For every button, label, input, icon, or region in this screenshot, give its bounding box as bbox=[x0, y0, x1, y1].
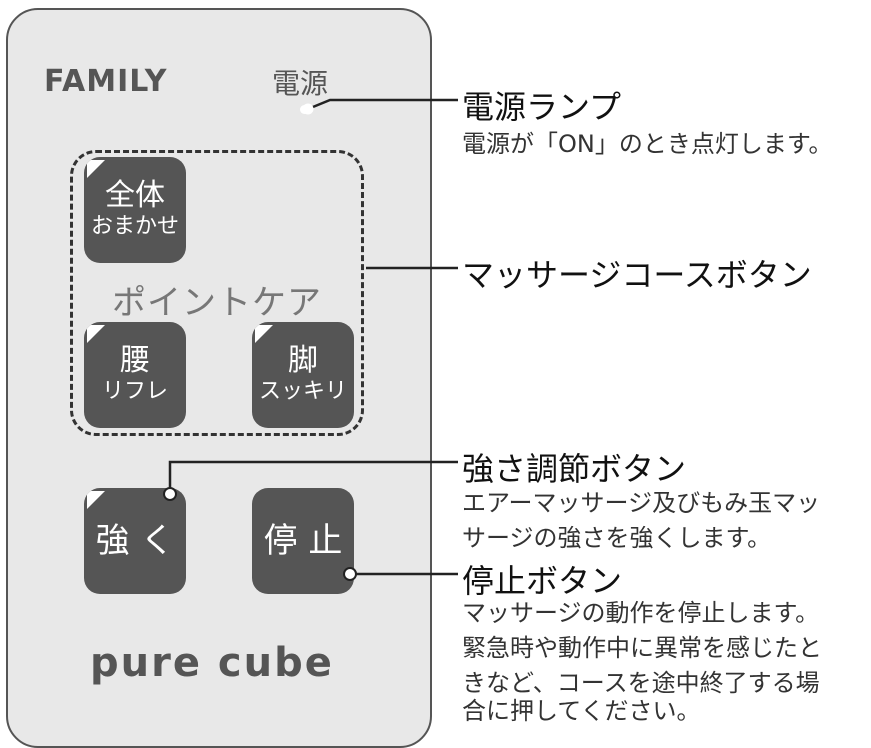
power-lamp-leader-line bbox=[307, 98, 458, 111]
button-label-line2: スッキリ bbox=[258, 379, 347, 404]
button-label-line2: リフレ bbox=[101, 379, 168, 404]
stop-desc-line4: 合に押してください。 bbox=[462, 697, 701, 725]
button-label-line2: おまかせ bbox=[90, 214, 179, 239]
corner-mark-icon bbox=[87, 160, 105, 178]
course-buttons-group bbox=[70, 150, 364, 436]
brand-logo: FAMILY bbox=[44, 64, 168, 99]
strength-button[interactable]: 強 く bbox=[84, 488, 186, 594]
strength-desc-line1: エアーマッサージ及びもみ玉マッ bbox=[462, 489, 821, 517]
stop-desc-line1: マッサージの動作を停止します。 bbox=[462, 599, 820, 627]
strength-button-title: 強さ調節ボタン bbox=[462, 450, 687, 488]
corner-mark-icon bbox=[255, 325, 273, 343]
power-lamp-leader-dot bbox=[302, 103, 314, 115]
strength-leader-dot bbox=[163, 487, 177, 501]
stop-button[interactable]: 停 止 bbox=[252, 488, 354, 594]
button-label-line1: 全体 bbox=[105, 178, 165, 213]
koshi-refure-button[interactable]: 腰 リフレ bbox=[84, 322, 186, 428]
course-buttons-title: マッサージコースボタン bbox=[462, 256, 812, 294]
model-name: pure cube bbox=[90, 640, 334, 686]
corner-mark-icon bbox=[87, 491, 105, 509]
stop-desc-line3: きなど、コースを途中終了する場 bbox=[462, 669, 820, 697]
callout-lines bbox=[163, 98, 458, 581]
stop-button-title: 停止ボタン bbox=[462, 562, 623, 600]
power-lamp-desc: 電源が「ON」のとき点灯します。 bbox=[462, 130, 833, 158]
stop-desc-line2: 緊急時や動作中に異常を感じたと bbox=[462, 634, 822, 662]
zentai-omakase-button[interactable]: 全体 おまかせ bbox=[84, 157, 186, 263]
ashi-sukkiri-button[interactable]: 脚 スッキリ bbox=[252, 322, 354, 428]
power-lamp-title: 電源ランプ bbox=[462, 88, 622, 126]
point-care-label: ポイントケア bbox=[112, 283, 322, 323]
stop-leader-dot bbox=[343, 567, 357, 581]
button-label-line1: 脚 bbox=[288, 343, 318, 378]
button-label-line1: 腰 bbox=[120, 343, 150, 378]
power-label: 電源 bbox=[272, 67, 329, 100]
strength-desc-line2: サージの強さを強くします。 bbox=[462, 524, 772, 552]
strength-button-label: 強 く bbox=[95, 521, 175, 561]
strength-leader-line bbox=[168, 460, 458, 494]
corner-mark-icon bbox=[87, 325, 105, 343]
stop-button-label: 停 止 bbox=[263, 521, 343, 561]
